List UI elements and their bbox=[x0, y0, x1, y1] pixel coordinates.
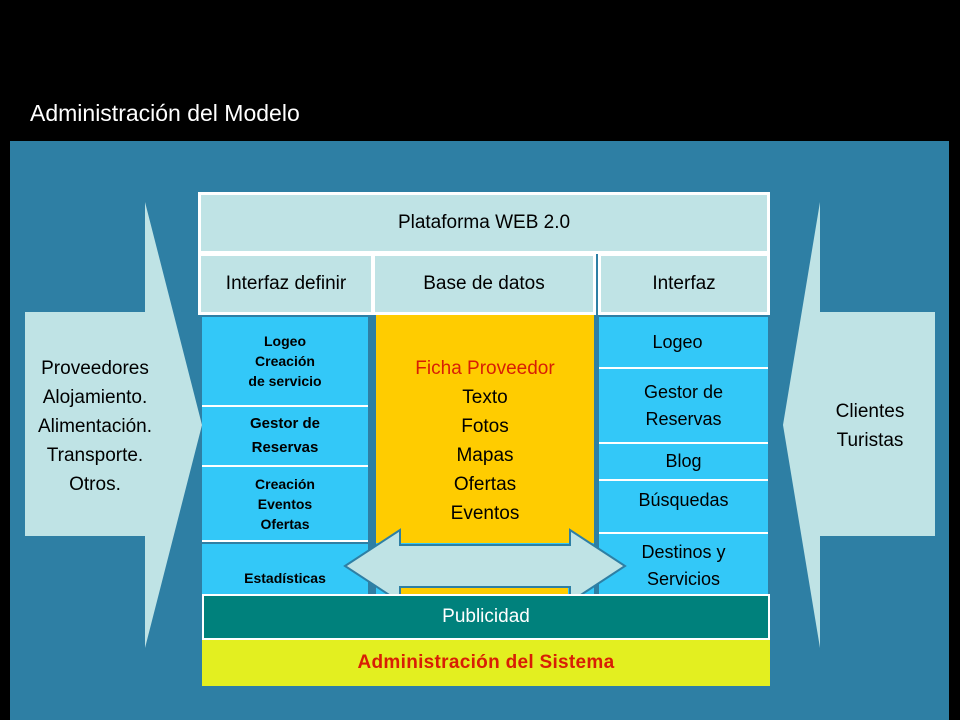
module-line: Reservas bbox=[645, 408, 722, 429]
right-arrow-line: Clientes bbox=[835, 401, 905, 422]
publicidad-bar: Publicidad bbox=[202, 594, 770, 640]
ficha-item: Ofertas bbox=[453, 474, 517, 495]
left-arrow-line: Alimentación. bbox=[37, 416, 153, 437]
module-line: Ofertas bbox=[260, 515, 310, 532]
module-line: Servicios bbox=[646, 569, 721, 589]
admin-sistema-bar: Administración del Sistema bbox=[202, 640, 770, 686]
module-gestor-reservas-right: Gestor de Reservas bbox=[599, 369, 768, 444]
column-header-interfaz: Interfaz bbox=[598, 253, 770, 315]
ficha-heading: Ficha Proveedor bbox=[415, 358, 555, 379]
ficha-item: Fotos bbox=[461, 416, 509, 437]
module-blog: Blog bbox=[599, 444, 768, 481]
right-arrow-shape bbox=[783, 202, 935, 648]
module-line: Creación bbox=[255, 475, 315, 492]
double-arrow-icon bbox=[343, 528, 627, 604]
module-line: Creación bbox=[255, 353, 315, 369]
module-estadisticas: Estadísticas bbox=[202, 544, 368, 596]
column-header-interfaz-definir: Interfaz definir bbox=[198, 253, 374, 315]
module-line: Logeo bbox=[264, 333, 306, 349]
ficha-item: Texto bbox=[462, 387, 508, 408]
module-destinos: Destinos y Servicios bbox=[599, 534, 768, 596]
module-line: Eventos bbox=[257, 495, 313, 512]
module-logeo-right: Logeo bbox=[599, 317, 768, 369]
left-arrow-line: Proveedores bbox=[41, 358, 149, 379]
column-header-base-de-datos: Base de datos bbox=[372, 253, 596, 315]
module-line: Estadísticas bbox=[244, 570, 326, 586]
module-line: Logeo bbox=[652, 331, 703, 352]
ficha-proveedor: Ficha Proveedor Texto Fotos Mapas Oferta… bbox=[376, 315, 594, 543]
module-creacion-eventos: Creación Eventos Ofertas bbox=[202, 467, 368, 542]
module-line: Blog bbox=[665, 451, 702, 471]
module-logeo-creacion: Logeo Creación de servicio bbox=[202, 317, 368, 407]
left-arrow-line: Transporte. bbox=[46, 445, 144, 466]
page-title: Administración del Modelo bbox=[30, 100, 300, 126]
right-arrow-line: Turistas bbox=[836, 430, 904, 451]
left-arrow-shape bbox=[25, 202, 202, 648]
module-busquedas: Búsquedas bbox=[599, 481, 768, 534]
module-line: Reservas bbox=[251, 439, 319, 456]
left-arrow-line: Alojamiento. bbox=[42, 387, 148, 408]
left-arrow-line: Otros. bbox=[69, 474, 121, 495]
module-line: Gestor de bbox=[643, 381, 724, 402]
left-arrow-text: Proveedores Alojamiento. Alimentación. T… bbox=[20, 354, 170, 499]
right-arrow-text: Clientes Turistas bbox=[805, 397, 935, 455]
module-line: Búsquedas bbox=[638, 490, 729, 510]
module-line: Destinos y bbox=[641, 542, 726, 562]
module-gestor-reservas-left: Gestor de Reservas bbox=[202, 407, 368, 467]
platform-header: Plataforma WEB 2.0 bbox=[198, 192, 770, 254]
ficha-item: Mapas bbox=[456, 445, 514, 466]
module-line: Gestor de bbox=[249, 415, 321, 432]
ficha-item: Eventos bbox=[450, 503, 520, 524]
module-line: de servicio bbox=[248, 373, 322, 389]
